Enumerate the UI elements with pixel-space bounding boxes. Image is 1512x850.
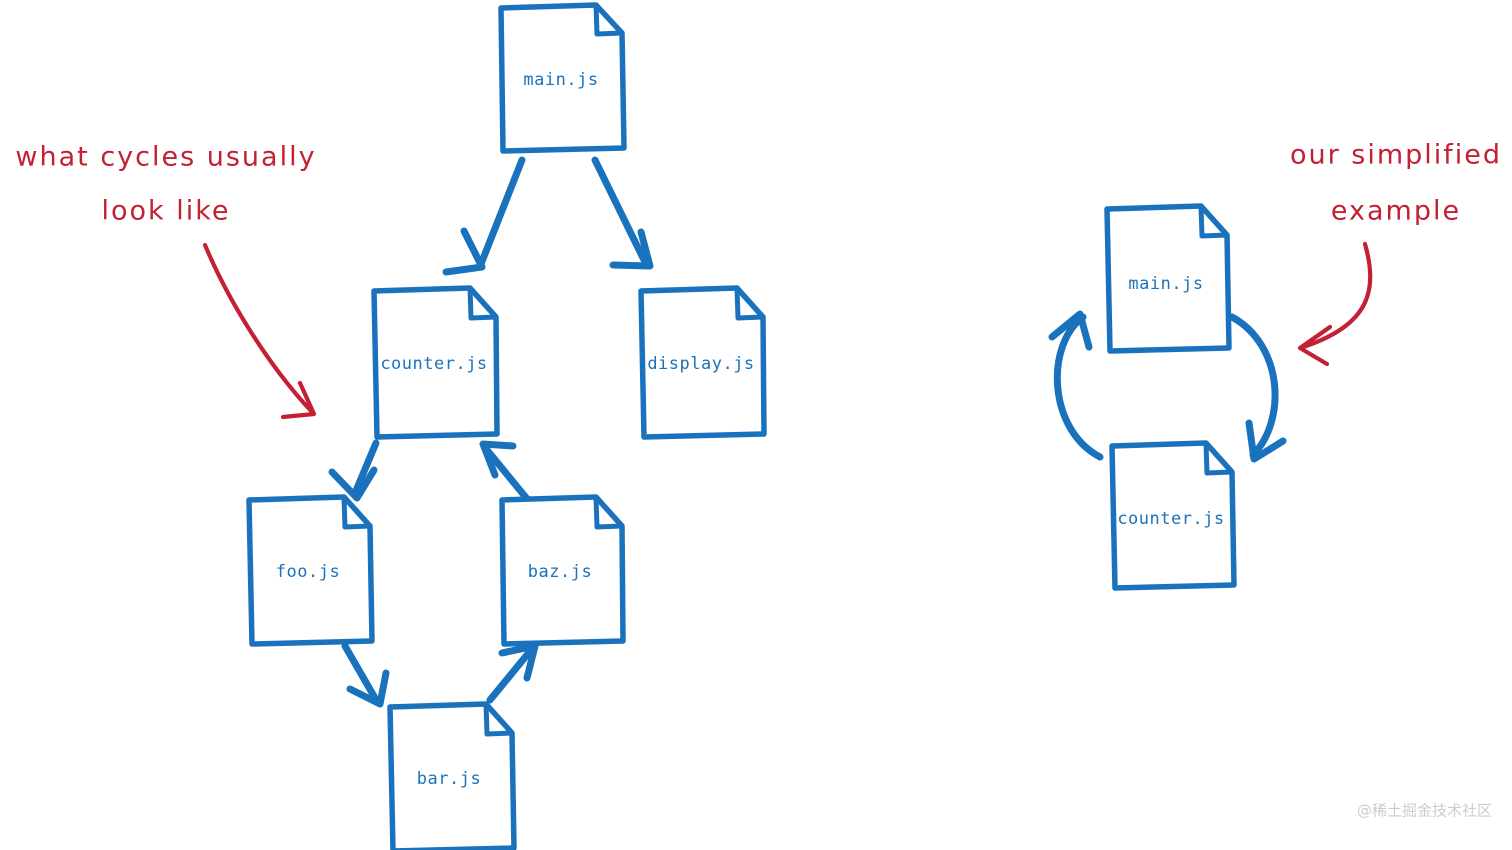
node-baz-js[interactable]: baz.js xyxy=(499,494,626,647)
node-main-js-shape xyxy=(498,2,627,154)
node-foo-js[interactable]: foo.js xyxy=(246,494,375,647)
node-baz-js-fold-icon xyxy=(593,494,625,530)
edge-main-to-display-head xyxy=(609,228,654,270)
node-bar-js[interactable]: bar.js xyxy=(387,701,517,850)
node-counter-js[interactable]: counter.js xyxy=(371,285,500,440)
edge-counter2-to-main2 xyxy=(1053,313,1104,461)
edge-counter-to-foo xyxy=(351,439,380,497)
node-foo-js-label: foo.js xyxy=(276,562,340,582)
edge-foo-to-bar-head xyxy=(346,669,390,708)
edge-bar-to-baz xyxy=(486,646,535,704)
edge-main-to-counter-head xyxy=(442,227,486,276)
node-main-js-fold-icon xyxy=(593,2,625,37)
edge-bar-to-baz-head xyxy=(498,642,539,682)
node-foo-js-shape xyxy=(246,494,375,647)
node-main-js-simplified-label: main.js xyxy=(1128,274,1203,294)
edge-main2-to-counter2-head xyxy=(1245,419,1287,463)
edge-baz-to-counter xyxy=(483,446,532,504)
edge-main-to-display xyxy=(591,156,649,266)
node-main-js-simplified[interactable]: main.js xyxy=(1104,203,1232,354)
node-counter-js-simplified-fold-icon xyxy=(1203,440,1235,476)
left-annotation-line2: look like xyxy=(101,196,230,227)
edge-counter-to-foo-head xyxy=(328,466,378,502)
node-counter-js-fold-icon xyxy=(467,285,499,321)
node-bar-js-label: bar.js xyxy=(417,769,481,789)
node-display-js-label: display.js xyxy=(647,354,754,374)
edge-foo-to-bar xyxy=(341,642,379,702)
edge-baz-to-counter-head xyxy=(479,440,517,479)
edge-main-to-counter xyxy=(477,156,526,268)
node-main-js-simplified-fold-icon xyxy=(1198,203,1230,239)
node-main-js-simplified-shape xyxy=(1104,203,1232,354)
left-annotation-arrowhead xyxy=(280,380,317,420)
node-counter-js-simplified-shape xyxy=(1109,440,1237,591)
node-foo-js-fold-icon xyxy=(341,494,373,530)
node-baz-js-label: baz.js xyxy=(528,562,592,582)
node-main-js[interactable]: main.js xyxy=(498,2,627,154)
left-annotation-line1: what cycles usually xyxy=(15,142,316,173)
node-display-js-fold-icon xyxy=(734,285,766,321)
right-annotation: our simplified example xyxy=(1290,140,1502,367)
left-annotation: what cycles usually look like xyxy=(15,142,317,420)
node-main-js-label: main.js xyxy=(523,70,598,90)
node-counter-js-shape xyxy=(371,285,500,440)
left-annotation-arrow xyxy=(202,242,315,415)
node-bar-js-fold-icon xyxy=(483,701,515,737)
node-bar-js-shape xyxy=(387,701,517,850)
node-counter-js-simplified-label: counter.js xyxy=(1117,509,1224,529)
node-counter-js-label: counter.js xyxy=(380,354,487,374)
right-annotation-arrow xyxy=(1300,241,1373,350)
right-graph-edges xyxy=(1048,310,1287,463)
node-baz-js-shape xyxy=(499,494,626,647)
edge-main2-to-counter2 xyxy=(1228,313,1279,459)
node-display-js[interactable]: display.js xyxy=(638,285,767,440)
right-annotation-line2: example xyxy=(1331,196,1461,227)
right-annotation-line1: our simplified xyxy=(1290,140,1502,171)
edge-counter2-to-main2-head xyxy=(1048,310,1093,351)
left-graph-edges xyxy=(328,156,654,708)
node-display-js-shape xyxy=(638,285,767,440)
node-counter-js-simplified[interactable]: counter.js xyxy=(1109,440,1237,591)
right-annotation-arrowhead xyxy=(1297,324,1333,367)
watermark: @稀土掘金技术社区 xyxy=(1357,802,1492,820)
